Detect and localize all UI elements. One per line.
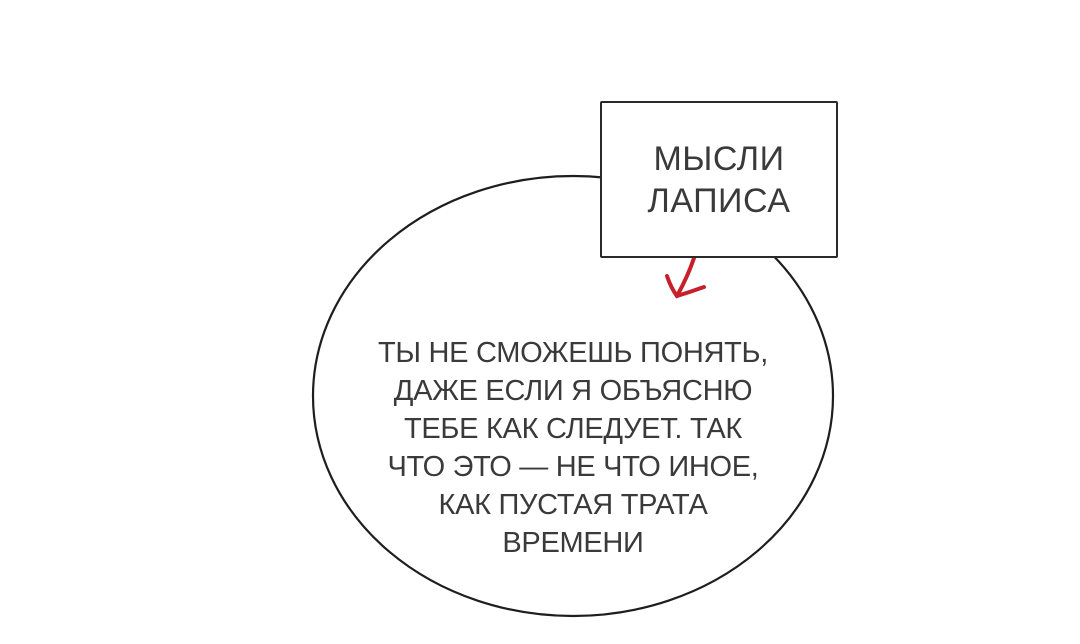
bubble-line: ДАЖЕ ЕСЛИ Я ОБЪЯСНЮ [393,375,753,407]
bubble-line: ТЕБЕ КАК СЛЕДУЕТ. ТАК [403,413,743,445]
red-arrow-icon [665,256,706,299]
bubble-line: ТЫ НЕ СМОЖЕШЬ ПОНЯТЬ, [377,337,769,369]
caption-line: МЫСЛИ [653,139,785,178]
bubble-line: ЧТО ЭТО — НЕ ЧТО ИНОЕ, [387,451,759,483]
bubble-line: ВРЕМЕНИ [502,527,644,559]
caption-line: ЛАПИСА [647,181,791,220]
bubble-line: КАК ПУСТАЯ ТРАТА [438,489,708,521]
caption-box: МЫСЛИ ЛАПИСА [600,101,838,258]
speech-bubble-text: ТЫ НЕ СМОЖЕШЬ ПОНЯТЬ, ДАЖЕ ЕСЛИ Я ОБЪЯСН… [320,334,826,562]
